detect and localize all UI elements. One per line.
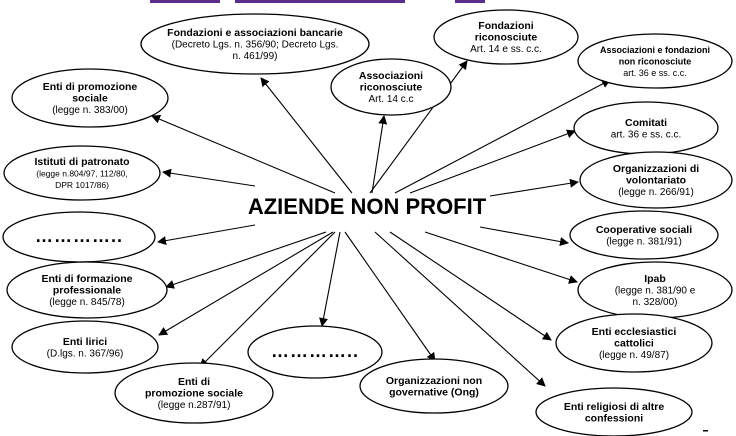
node-detail: (legge n. 381/91) <box>606 236 682 247</box>
node-title: Istituti di patronato <box>34 156 129 168</box>
arrow-to-associazioni-riconosciute <box>371 115 388 194</box>
node-ellipse <box>247 325 383 379</box>
node-cooperative-sociali: Cooperative sociali(legge n. 381/91) <box>569 210 719 260</box>
arrow-to-dots-bottom <box>319 231 341 327</box>
arrow-to-istituti-patronato <box>162 168 256 187</box>
node-ellipse <box>359 358 509 414</box>
node-ellipse <box>555 313 713 373</box>
node-detail: (legge n. 266/91) <box>618 187 694 198</box>
arrow-to-enti-formazione <box>165 231 327 289</box>
node-detail: Art. 14 c.c <box>368 94 413 105</box>
node-ellipse <box>11 68 169 128</box>
cropped-header-fragment <box>150 0 485 3</box>
arrow-to-enti-lirici <box>158 231 334 336</box>
node-title: Cooperative sociali <box>596 224 692 236</box>
node-ellipsis-text: ………….. <box>35 226 123 246</box>
arrow-to-comitati <box>409 129 576 194</box>
node-detail: Art. 14 e ss. c.c. <box>470 44 542 55</box>
nodes-group: Fondazioni e associazioni bancarie(Decre… <box>2 9 733 436</box>
node-ellipse <box>3 145 161 201</box>
node-title: Enti lirici <box>63 336 107 348</box>
node-ellipse <box>433 9 579 65</box>
node-dots-bottom: ………….. <box>247 325 383 379</box>
node-detail: (legge n. 845/78) <box>49 297 125 308</box>
node-dots-left: ………….. <box>2 211 156 263</box>
node-detail: (legge n.804/97, 112/80,DPR 1017/86) <box>36 169 128 191</box>
node-ellipse <box>577 33 733 89</box>
node-detail: art. 36 e ss. c.c. <box>611 129 682 140</box>
node-fondazioni-bancarie: Fondazioni e associazioni bancarie(Decre… <box>140 13 370 75</box>
node-detail: art. 36 e ss. c.c. <box>623 68 687 78</box>
node-title: Comitati <box>625 117 667 129</box>
arrow-to-dots-left <box>157 224 256 246</box>
arrow-to-enti-ecclesiastici <box>389 231 552 341</box>
arrow-to-enti-promozione-sociale-top <box>151 114 336 194</box>
node-detail: (legge n. 49/87) <box>599 350 669 361</box>
arrow-to-enti-religiosi <box>374 231 546 387</box>
node-istituti-patronato: Istituti di patronato(legge n.804/97, 11… <box>3 145 161 201</box>
arrow-to-ipab <box>424 231 578 284</box>
node-detail: (D.lgs. n. 367/96) <box>47 348 124 359</box>
arrow-to-cooperative-sociali <box>479 226 569 246</box>
arrow-to-ong <box>344 231 436 362</box>
node-title: Ipab <box>644 273 666 285</box>
node-enti-lirici: Enti lirici(D.lgs. n. 367/96) <box>11 320 159 374</box>
center-title: AZIENDE NON PROFIT <box>248 194 487 219</box>
node-ellipse <box>6 261 168 319</box>
node-detail: (legge n.287/91) <box>158 400 231 411</box>
node-ellipse <box>114 362 274 424</box>
arrow-to-fondazioni-bancarie <box>260 77 353 194</box>
node-ellipse <box>330 58 452 116</box>
arrow-to-associazioni-fondazioni-non-riconosciute <box>394 79 611 194</box>
node-ellipse <box>569 210 719 260</box>
arrow-to-enti-promozione-sociale-bottom <box>199 231 336 368</box>
node-ellipse <box>140 13 370 75</box>
arrow-to-organizzazioni-volontariato <box>489 178 579 197</box>
node-detail: (Decreto Lgs. n. 356/90; Decreto Lgs.n. … <box>172 40 339 63</box>
node-ellipsis-text: ………….. <box>271 341 359 361</box>
node-ellipse <box>11 320 159 374</box>
node-title: Fondazioni e associazioni bancarie <box>167 27 343 39</box>
node-ellipse <box>579 151 733 209</box>
arrows-group <box>151 60 611 387</box>
node-ellipse <box>535 387 693 436</box>
corner-mark <box>703 430 708 432</box>
node-detail: (legge n. 383/00) <box>52 105 128 116</box>
